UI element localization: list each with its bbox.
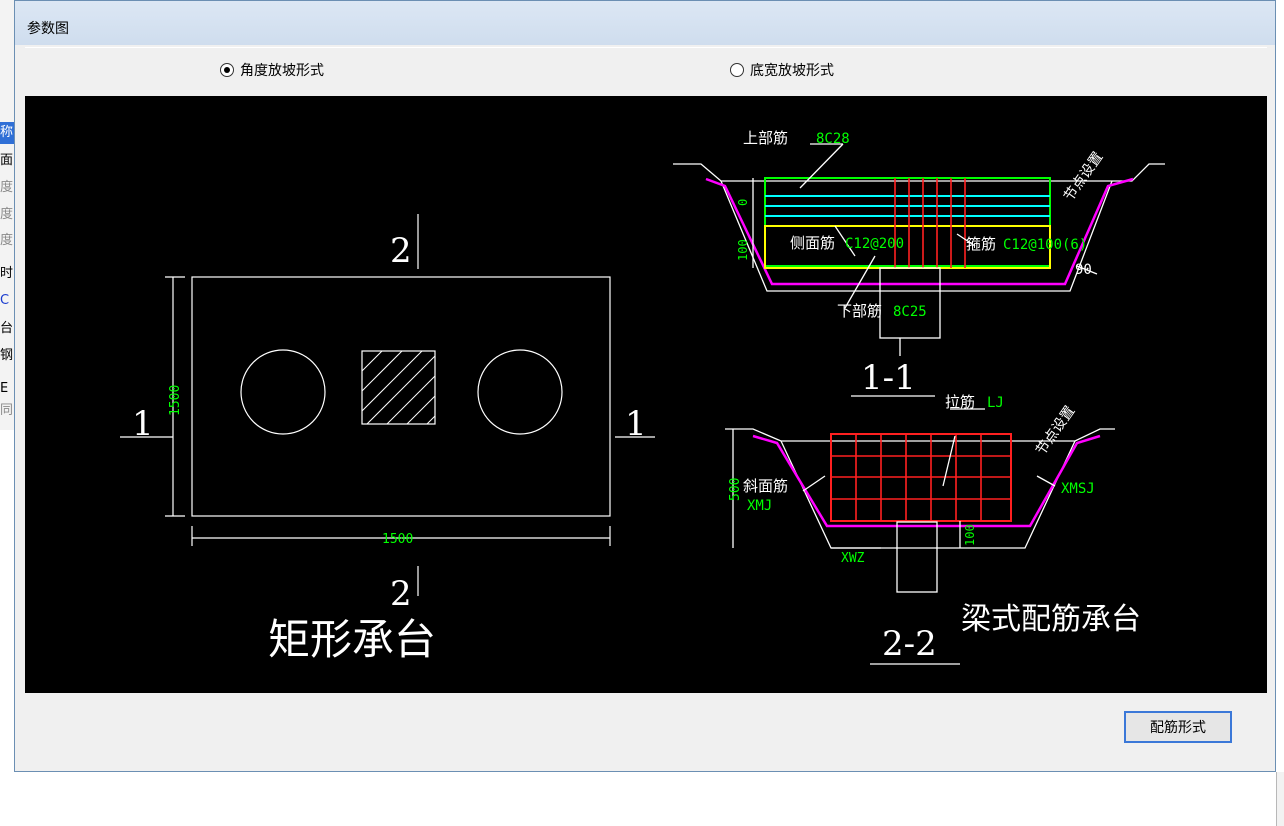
top-bar-label: 上部筋 (743, 129, 788, 147)
radio-checked-icon[interactable] (220, 63, 234, 77)
title-bar[interactable]: 参数图 (15, 1, 1275, 45)
column-hatch (361, 350, 436, 425)
section-22-slope-bar (752, 434, 1101, 528)
background-row[interactable]: 台 (0, 321, 14, 336)
section-22-caption: 2-2 (882, 624, 937, 664)
background-row[interactable]: 度 (0, 233, 14, 248)
stirrup-label: 箍筋 (966, 235, 996, 253)
parameter-dialog: 参数图 角度放坡形式 底宽放坡形式 (14, 0, 1276, 772)
section-mark-left: 1 (132, 404, 154, 444)
slope-bar-value: XMJ (747, 498, 772, 514)
section-11-stirrups (894, 178, 966, 268)
radio-angle-slope[interactable]: 角度放坡形式 (220, 60, 324, 80)
section-mark-bottom: 2 (390, 574, 412, 614)
radio-unchecked-icon[interactable] (730, 63, 744, 77)
background-row[interactable]: 称 (0, 122, 14, 144)
page-edge (1275, 0, 1284, 826)
parameter-drawing-canvas: 2 2 1 1 1500 1500 矩形承台 (25, 96, 1267, 693)
section-22-dim-side: 100 (963, 524, 977, 546)
cad-drawing: 2 2 1 1 1500 1500 矩形承台 (120, 129, 1165, 665)
pile-cap-outline (191, 276, 611, 517)
background-row[interactable]: 同 (0, 403, 14, 418)
dim-top-value: 0 (736, 199, 750, 206)
plan-caption: 矩形承台 (268, 615, 436, 664)
pile-circle-left (240, 349, 326, 435)
background-row[interactable]: 度 (0, 207, 14, 222)
tie-bar-value: LJ (987, 395, 1004, 411)
dim-bottom-value: 100 (736, 239, 750, 261)
background-row[interactable]: 钢 (0, 348, 14, 363)
section-22 (725, 408, 1115, 593)
scrollbar[interactable] (1276, 772, 1284, 826)
bottom-bar-label: 下部筋 (837, 302, 882, 320)
drawing-title: 梁式配筋承台 (961, 602, 1141, 637)
tie-bar-label: 拉筋 (945, 393, 975, 411)
background-row[interactable]: 面 (0, 153, 14, 168)
side-bar-label: 侧面筋 (790, 234, 835, 252)
slope-bar-label: 斜面筋 (743, 477, 788, 495)
xwz-label: XWZ (841, 551, 865, 566)
stirrup-value: C12@100(6) (1003, 237, 1087, 253)
section-22-grid (831, 434, 1011, 521)
radio-angle-label: 角度放坡形式 (240, 63, 324, 79)
node-setting-11: 节点设置 (1061, 149, 1106, 204)
section-11-slope-bar (705, 177, 1134, 286)
side-bar-value: C12@200 (845, 236, 904, 252)
dialog-title: 参数图 (27, 21, 69, 37)
plan-dim-height: 1500 (168, 385, 183, 416)
pile-circle-right (477, 349, 563, 435)
bottom-bar-value: 8C25 (893, 304, 927, 320)
section-mark-right: 1 (625, 404, 647, 444)
section-22-dim-height: 500 (728, 478, 743, 501)
section-mark-top: 2 (390, 231, 412, 271)
column-hatch-box (361, 350, 436, 425)
section-11-top-cage (764, 177, 1051, 267)
section-22-outline (725, 428, 1115, 442)
section-11-caption: 1-1 (861, 358, 916, 398)
background-row[interactable]: E (0, 381, 9, 396)
slope-options-bar: 角度放坡形式 底宽放坡形式 (25, 47, 1267, 96)
background-row[interactable]: 时 (0, 266, 14, 281)
plan-view (120, 214, 655, 596)
plan-dim-width: 1500 (382, 532, 413, 547)
background-row[interactable]: C (0, 293, 10, 308)
background-app-panel: 称 面 度 度 度 时 C 台 钢 E 同 (0, 0, 15, 430)
angle-label: 90 (1075, 262, 1092, 278)
section-11-outline (673, 163, 1165, 182)
dialog-footer: 配筋形式 (25, 694, 1267, 764)
radio-width-label: 底宽放坡形式 (750, 63, 834, 79)
xmsj-label: XMSJ (1061, 481, 1095, 497)
radio-width-slope[interactable]: 底宽放坡形式 (730, 60, 834, 80)
background-row[interactable]: 度 (0, 180, 14, 195)
top-bar-value: 8C28 (816, 131, 850, 147)
rebar-form-button[interactable]: 配筋形式 (1124, 711, 1232, 743)
section-11 (673, 143, 1165, 356)
